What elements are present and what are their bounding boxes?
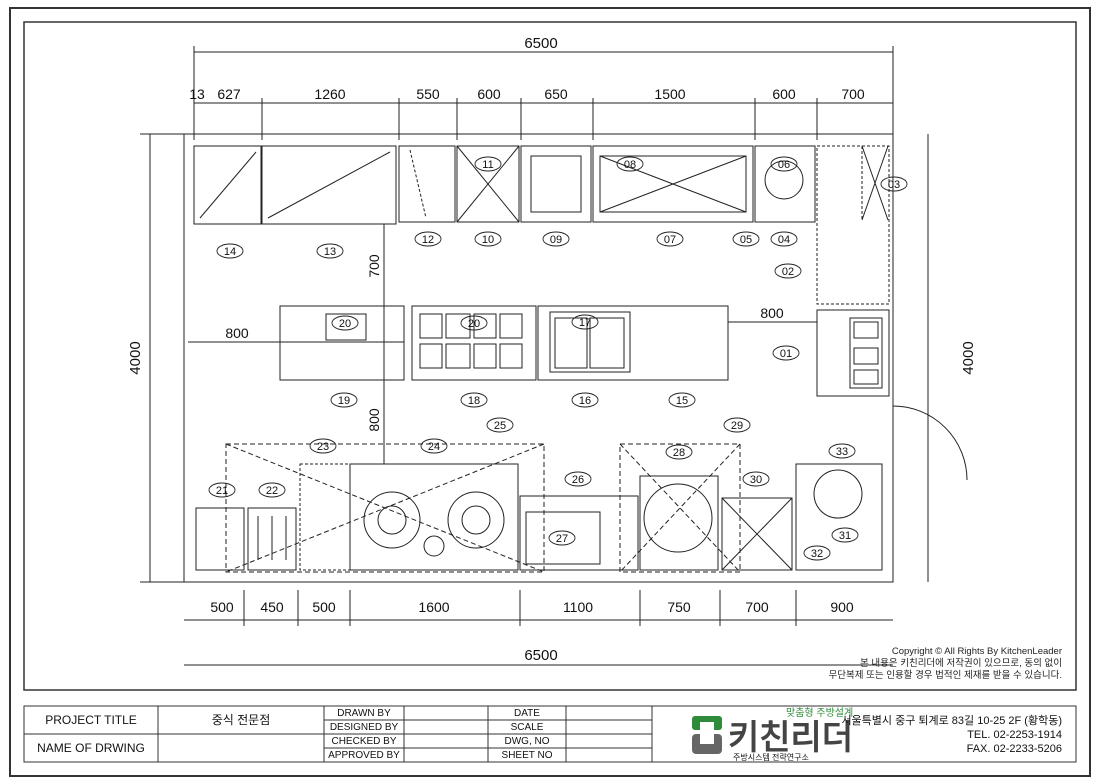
dim-top: 650 (544, 86, 568, 102)
dim-bottom: 900 (830, 599, 854, 615)
tag-32: 32 (811, 548, 823, 560)
dim-left-offset: 800 (225, 325, 249, 341)
drawn-by-label: DRAWN BY (337, 708, 391, 719)
tag-07: 07 (664, 234, 676, 246)
company-fax: FAX. 02-2233-5206 (967, 743, 1062, 755)
tag-13: 13 (324, 246, 336, 258)
dim-top: 550 (416, 86, 440, 102)
tag-05: 05 (740, 234, 752, 246)
project-title-label: PROJECT TITLE (45, 713, 137, 727)
tag-10: 10 (482, 234, 494, 246)
dim-bottom: 1100 (563, 599, 593, 615)
dim-height-left: 4000 (127, 341, 144, 374)
dim-top: 1500 (654, 86, 685, 102)
scale-label: SCALE (511, 722, 544, 733)
approved-by-label: APPROVED BY (328, 750, 400, 761)
tag-04: 04 (778, 234, 790, 246)
date-label: DATE (514, 708, 540, 719)
tag-09: 09 (550, 234, 562, 246)
tag-08: 08 (624, 159, 636, 171)
tag-27: 27 (556, 533, 568, 545)
logo-tagline: 맞춤형 주방설계 (786, 707, 853, 719)
equipment-tags (208, 156, 908, 561)
tag-15: 15 (676, 395, 688, 407)
dim-top: 600 (477, 86, 501, 102)
dim-top: 600 (772, 86, 796, 102)
tag-25: 25 (494, 420, 506, 432)
designed-by-label: DESIGNED BY (330, 722, 399, 733)
floor-plan (140, 46, 968, 666)
tag-29: 29 (731, 420, 743, 432)
tag-06: 06 (778, 159, 790, 171)
svg-text:본 내용은 키친리더에 저작권이 있으므로, 동의 없이: 본 내용은 키친리더에 저작권이 있으므로, 동의 없이 (860, 657, 1062, 669)
tag-20: 20 (468, 318, 480, 330)
company-logo: 키친리더 맞춤형 주방설계 주방시스템 전략연구소 (692, 707, 853, 762)
dim-height-right: 4000 (960, 341, 977, 374)
dwg-no-label: DWG, NO (505, 736, 550, 747)
tag-01: 01 (780, 348, 792, 360)
svg-text:무단복제 또는 인용할 경우 법적인 제재를 받을 수 있습: 무단복제 또는 인용할 경우 법적인 제재를 받을 수 있습니다. (828, 669, 1062, 681)
tag-33: 33 (836, 446, 848, 458)
dimensions: 6500 13 627 1260 550 600 650 1500 600 70… (127, 35, 977, 664)
company-tel: TEL. 02-2253-1914 (967, 729, 1062, 741)
dim-total-bottom: 6500 (524, 647, 557, 664)
dim-total-top: 6500 (524, 35, 557, 52)
dim-right-offset: 800 (760, 305, 784, 321)
tag-03: 03 (888, 179, 900, 191)
tag-17: 17 (579, 317, 591, 329)
tag-21: 21 (216, 485, 228, 497)
dim-bottom: 450 (260, 599, 284, 615)
copyright-notice: Copyright © All Rights By KitchenLeader … (828, 646, 1062, 681)
tag-14: 14 (224, 246, 236, 258)
tag-02: 02 (782, 266, 794, 278)
tag-26: 26 (572, 474, 584, 486)
drawing-name-label: NAME OF DRWING (37, 741, 145, 755)
project-title-value: 중식 전문점 (212, 713, 271, 727)
tag-19: 19 (338, 395, 350, 407)
company-address: 서울특별시 중구 퇴계로 83길 10-25 2F (황학동) (841, 714, 1062, 727)
tag-18: 18 (468, 395, 480, 407)
logo-subtitle: 주방시스템 전략연구소 (733, 752, 809, 762)
tag-20: 20 (339, 318, 351, 330)
tag-22: 22 (266, 485, 278, 497)
sheet-no-label: SHEET NO (502, 750, 553, 761)
logo-name: 키친리더 (728, 719, 853, 757)
dim-top: 1260 (314, 86, 345, 102)
dim-top: 13 (189, 86, 205, 102)
tag-31: 31 (839, 530, 851, 542)
dim-bottom: 750 (667, 599, 691, 615)
dim-bottom: 700 (745, 599, 769, 615)
dim-bottom: 1600 (418, 599, 449, 615)
svg-text:Copyright © All Rights By Kitc: Copyright © All Rights By KitchenLeader (892, 646, 1062, 657)
company-contact: 서울특별시 중구 퇴계로 83길 10-25 2F (황학동) TEL. 02-… (841, 714, 1062, 755)
dim-bottom: 500 (210, 599, 234, 615)
tag-12: 12 (422, 234, 434, 246)
tag-11: 11 (482, 159, 493, 171)
dim-aisle-top: 700 (366, 254, 382, 278)
title-block (23, 705, 1077, 763)
dim-top: 700 (841, 86, 865, 102)
tag-16: 16 (579, 395, 591, 407)
tag-23: 23 (317, 441, 329, 453)
tag-24: 24 (428, 441, 440, 453)
dim-aisle-bottom: 800 (366, 408, 382, 432)
tag-30: 30 (750, 474, 762, 486)
dim-bottom: 500 (312, 599, 336, 615)
tag-28: 28 (673, 447, 685, 459)
dim-top: 627 (217, 86, 241, 102)
checked-by-label: CHECKED BY (331, 736, 396, 747)
